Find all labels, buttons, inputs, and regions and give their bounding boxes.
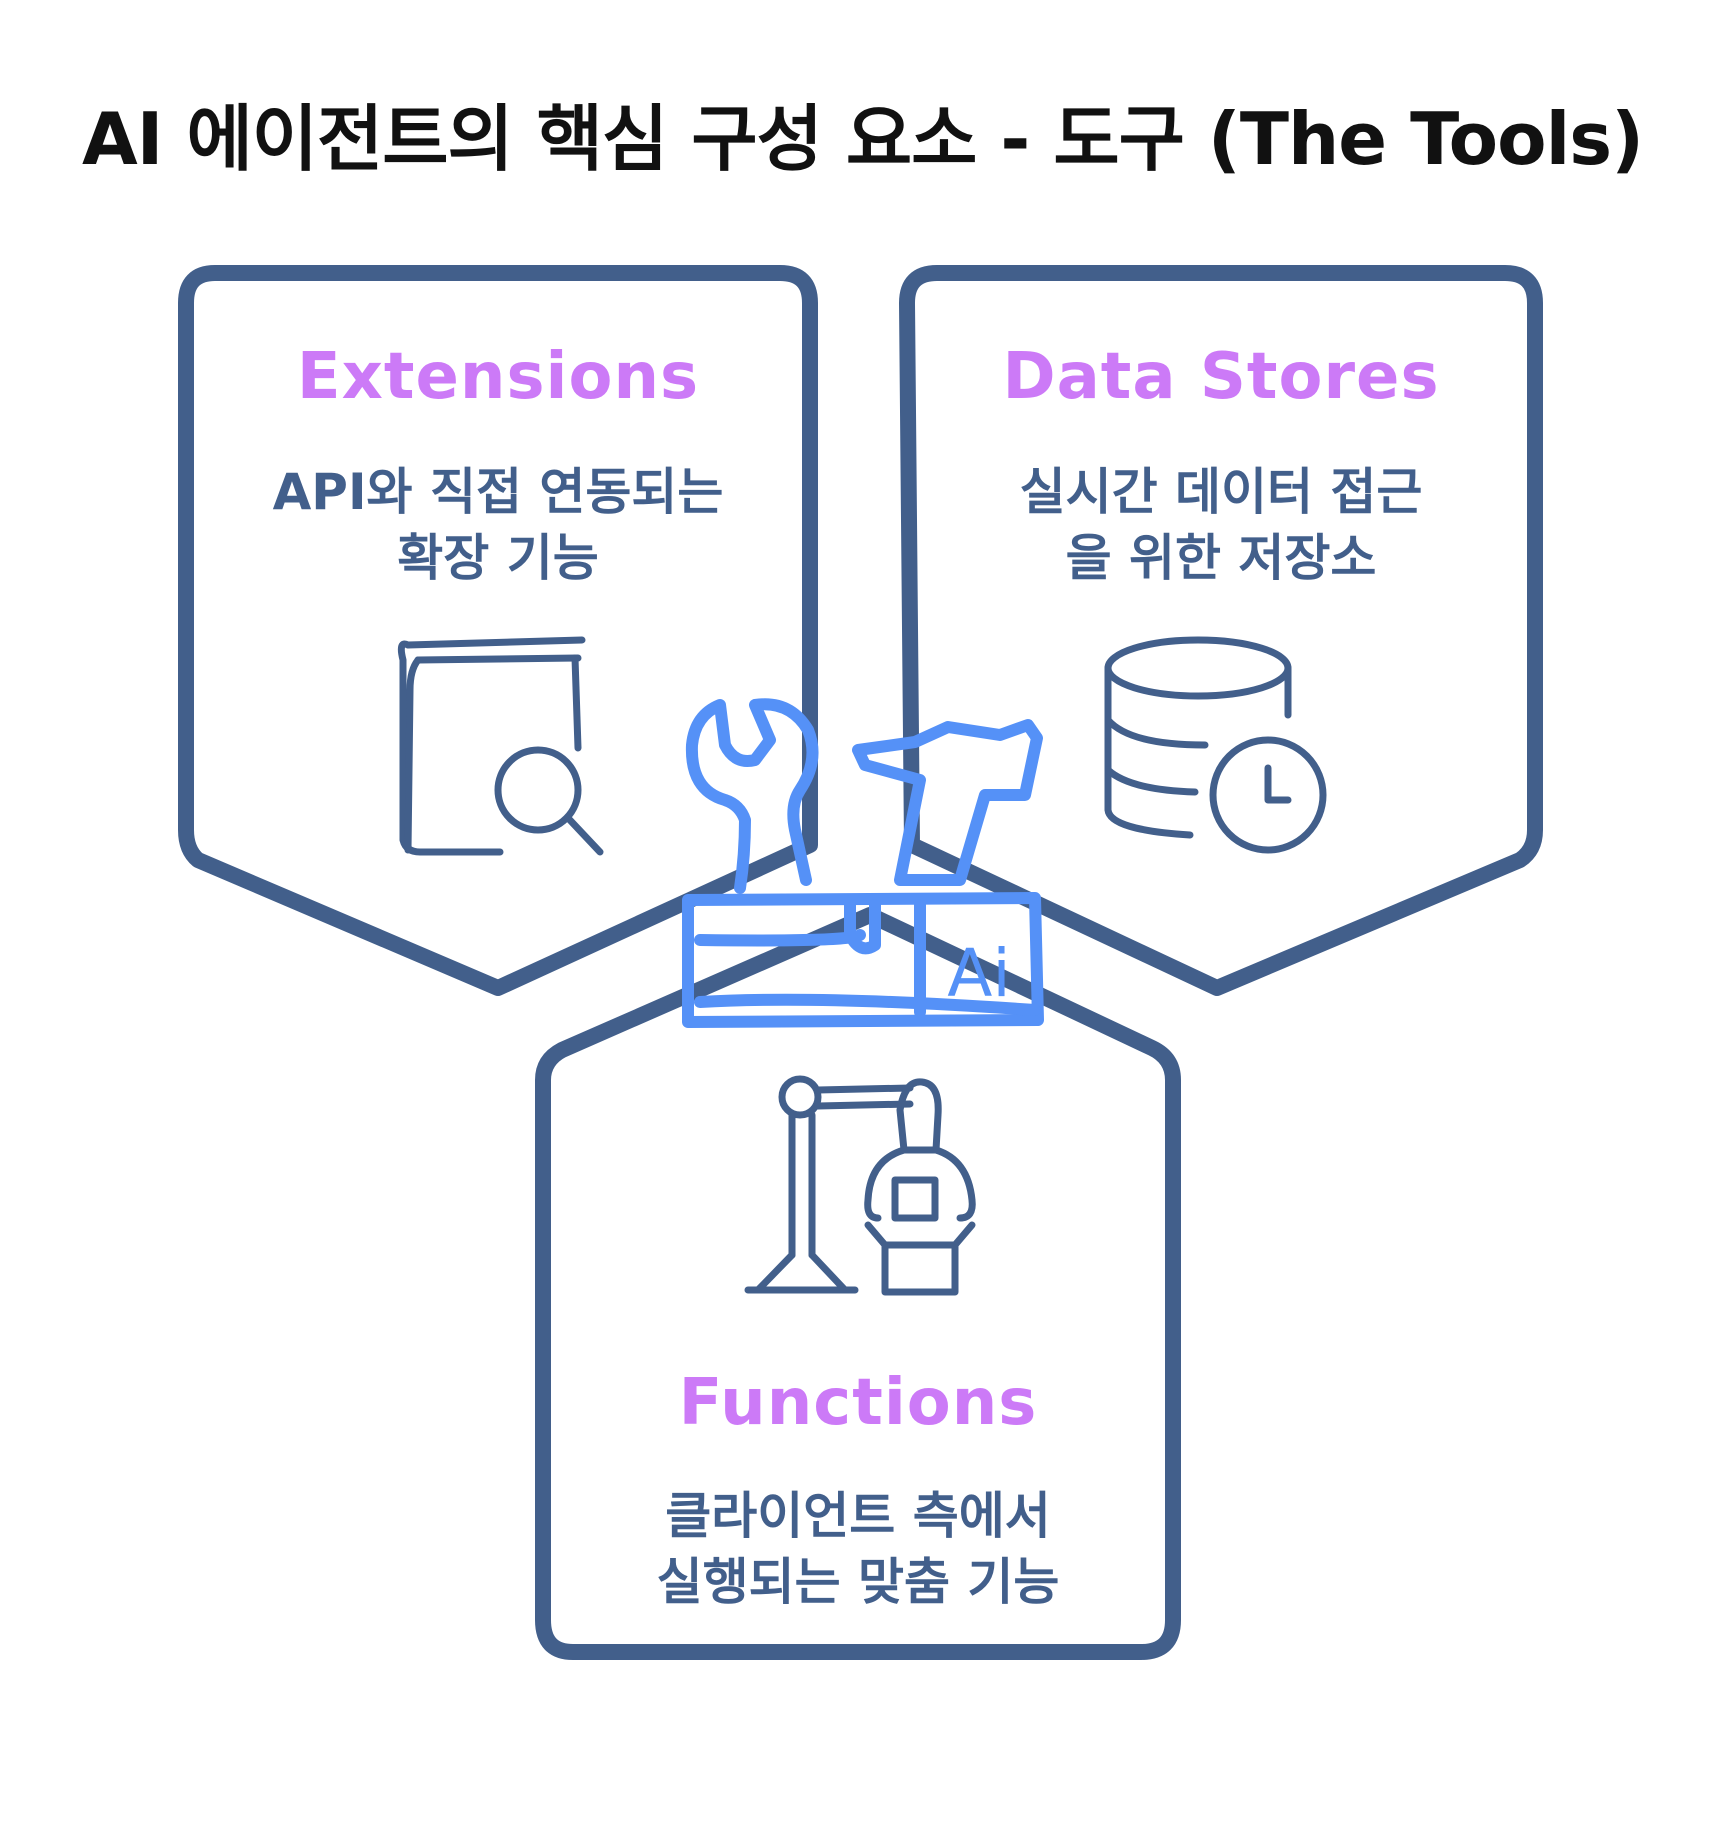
functions-description-line: 클라이언트 측에서 <box>665 1487 1051 1545</box>
data-stores-description: 실시간 데이터 접근 을 위한 저장소 <box>907 459 1535 591</box>
extensions-card <box>178 265 818 996</box>
data-stores-description-line: 을 위한 저장소 <box>1065 529 1377 587</box>
functions-title: Functions <box>678 1366 1038 1440</box>
toolbox-badge-text: Ai <box>947 935 1011 1012</box>
book-search-icon <box>397 636 604 856</box>
page-title: AI 에이전트의 핵심 구성 요소 - 도구 (The Tools) <box>81 97 1644 181</box>
toolbox-icon: Ai <box>682 698 1044 1028</box>
extensions-description-line: 확장 기능 <box>397 529 599 587</box>
extensions-description-line: API와 직접 연동되는 <box>272 463 724 521</box>
data-stores-card <box>899 265 1543 996</box>
database-clock-icon <box>1104 636 1327 854</box>
data-stores-title: Data Stores <box>1002 340 1440 414</box>
extensions-title: Extensions <box>296 340 700 414</box>
functions-card <box>535 907 1181 1660</box>
robot-arm-icon <box>744 1075 976 1296</box>
functions-description: 클라이언트 측에서 실행되는 맞춤 기능 <box>543 1483 1173 1615</box>
functions-description-line: 실행되는 맞춤 기능 <box>656 1553 1060 1611</box>
data-stores-description-line: 실시간 데이터 접근 <box>1019 463 1423 521</box>
extensions-description: API와 직접 연동되는 확장 기능 <box>186 459 810 591</box>
